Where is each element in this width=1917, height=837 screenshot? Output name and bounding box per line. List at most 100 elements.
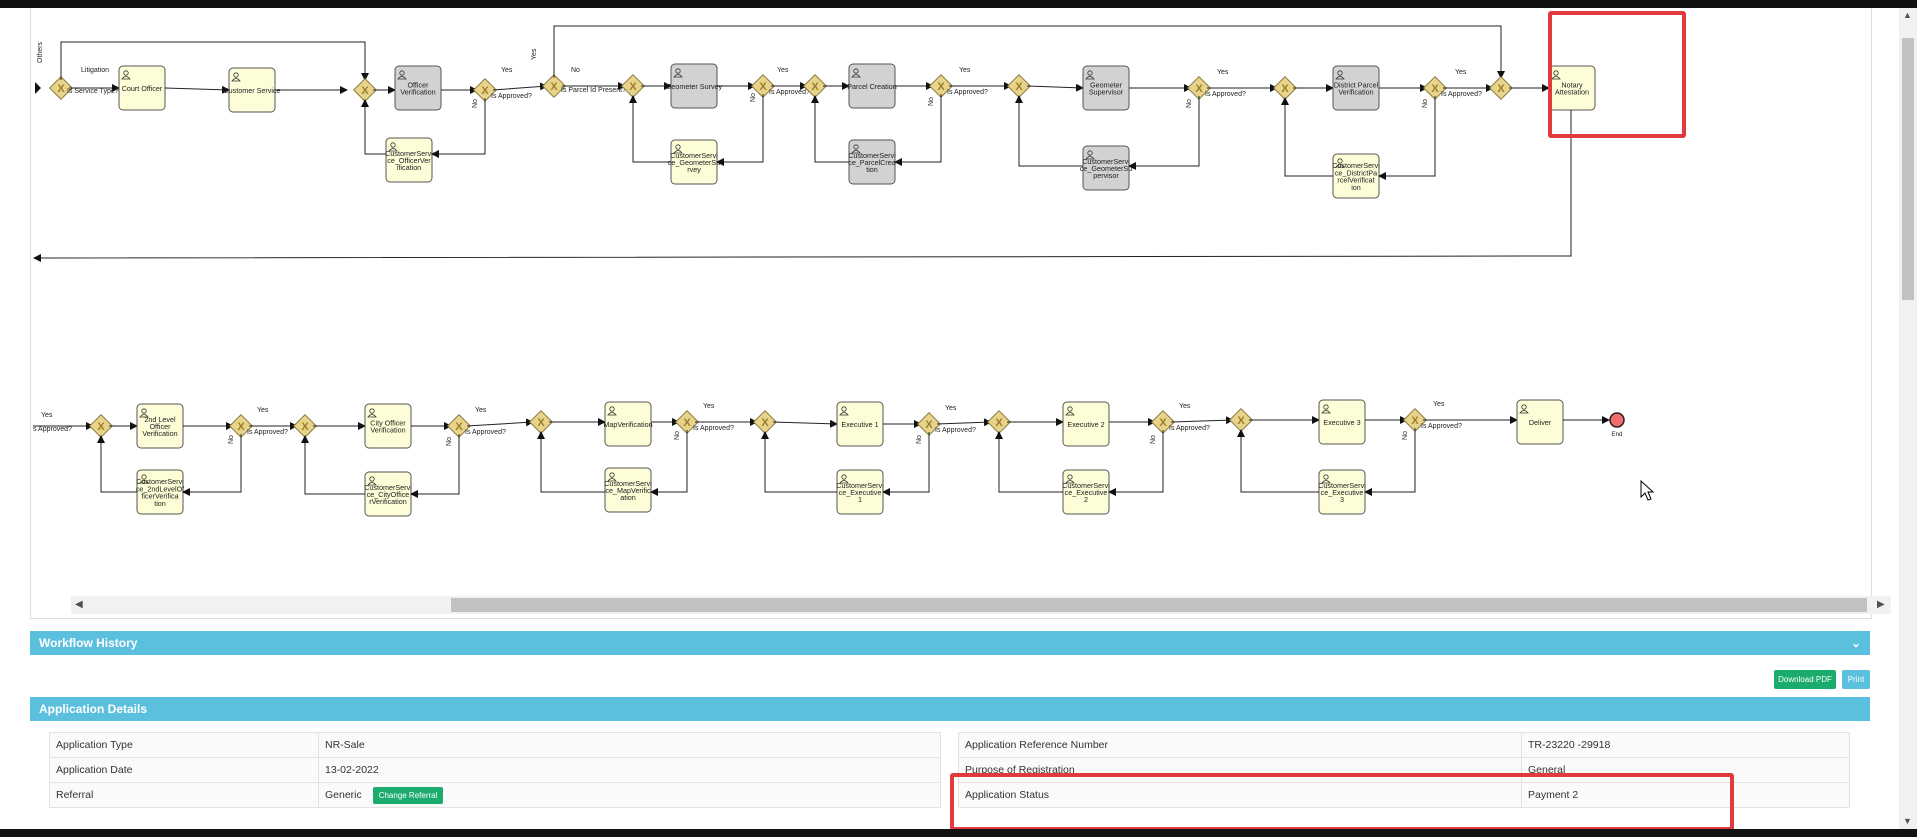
exclusive-gateway-icon[interactable]: X [752, 409, 778, 435]
exclusive-gateway-icon[interactable]: X [916, 411, 942, 437]
exclusive-gateway-icon[interactable]: X [446, 413, 472, 439]
task-executive-1[interactable]: Executive 1 [836, 401, 884, 447]
task-geometer-survey[interactable]: Geometer Survey [666, 63, 723, 109]
exclusive-gateway-icon[interactable]: X [541, 73, 567, 99]
user-task-icon [1085, 70, 1095, 80]
end-event-icon[interactable] [1609, 412, 1625, 428]
application-details-left-table: Application Type NR-Sale Application Dat… [49, 732, 941, 808]
task-parcel-creation[interactable]: Parcel Creation [847, 63, 897, 109]
application-reference-number-value: TR-23220 -29918 [1521, 732, 1850, 758]
svg-text:2: 2 [1084, 495, 1088, 504]
task-deliver[interactable]: Deliver [1516, 399, 1564, 445]
svg-text:X: X [761, 417, 769, 429]
table-row: Application Reference Number TR-23220 -2… [958, 732, 1850, 758]
exclusive-gateway-icon[interactable]: X [802, 73, 828, 99]
flow-label-yes: Yes [1455, 69, 1467, 76]
task-cs-2nd-level-officer-verification[interactable]: CustomerService_2ndLevelOfficerVerificat… [136, 469, 184, 515]
exclusive-gateway-icon[interactable]: X [674, 409, 700, 435]
task-executive-3[interactable]: Executive 3 [1318, 399, 1366, 445]
svg-text:Executive 2: Executive 2 [1067, 420, 1104, 429]
user-task-icon [397, 70, 407, 80]
task-executive-2[interactable]: Executive 2 [1062, 401, 1110, 447]
download-pdf-button[interactable]: Download PDF [1774, 670, 1836, 689]
change-referral-button[interactable]: Change Referral [372, 786, 444, 804]
sequence-flow [1364, 428, 1416, 496]
svg-text:pervisor: pervisor [1093, 171, 1119, 180]
horizontal-scroll-thumb[interactable] [451, 598, 1867, 612]
flow-label-is-approved: Is Approved? [491, 93, 532, 100]
scroll-up-icon[interactable]: ▲ [1903, 10, 1912, 20]
flow-label-yes: Yes [501, 67, 513, 74]
exclusive-gateway-icon[interactable]: X [1186, 75, 1212, 101]
workflow-history-header[interactable]: Workflow History ⌄ [30, 631, 1870, 655]
svg-text:ce_ParcelCrea: ce_ParcelCrea [848, 158, 896, 167]
svg-text:X: X [1015, 81, 1023, 93]
sequence-flow [97, 435, 137, 493]
exclusive-gateway-icon[interactable]: X [1488, 75, 1514, 101]
task-cs-district-parcel-verification[interactable]: CustomerService_DistrictParcelVerificati… [1332, 153, 1380, 199]
vertical-scrollbar[interactable]: ▲ ▼ [1899, 8, 1917, 829]
user-task-icon [139, 408, 149, 418]
scroll-down-icon[interactable]: ▼ [1903, 816, 1912, 826]
exclusive-gateway-icon[interactable]: X [750, 73, 776, 99]
task-map-verification[interactable]: MapVerification [603, 401, 653, 447]
exclusive-gateway-icon[interactable]: X [228, 413, 254, 439]
svg-text:X: X [1195, 83, 1203, 95]
exclusive-gateway-icon[interactable]: X [472, 77, 498, 103]
svg-text:X: X [1411, 415, 1419, 427]
exclusive-gateway-icon[interactable]: X [928, 73, 954, 99]
task-customer-service[interactable]: Customer Service [223, 67, 281, 113]
horizontal-scrollbar[interactable]: ◀ ▶ [71, 596, 1891, 614]
exclusive-gateway-icon[interactable]: X [528, 409, 554, 435]
exclusive-gateway-icon[interactable]: X [88, 413, 114, 439]
referral-value: Generic [325, 788, 362, 801]
scroll-left-icon[interactable]: ◀ [75, 599, 83, 610]
exclusive-gateway-icon[interactable]: X [986, 409, 1012, 435]
svg-text:Geometer Survey: Geometer Survey [666, 82, 723, 91]
user-task-icon [673, 144, 683, 154]
scroll-right-icon[interactable]: ▶ [1877, 599, 1885, 610]
exclusive-gateway-icon[interactable]: X [292, 413, 318, 439]
print-button[interactable]: Print [1842, 670, 1870, 689]
task-court-officer[interactable]: Court Officer [118, 65, 166, 111]
flow-label-others: Others [37, 41, 44, 63]
sequence-flow [1128, 96, 1200, 170]
svg-text:X: X [937, 81, 945, 93]
flow-label-no: No [916, 435, 923, 444]
exclusive-gateway-icon[interactable]: X [1402, 407, 1428, 433]
exclusive-gateway-icon[interactable]: X [620, 73, 646, 99]
exclusive-gateway-icon[interactable]: X [48, 75, 74, 101]
application-details-header: Application Details [30, 697, 1870, 721]
exclusive-gateway-icon[interactable]: X [1006, 73, 1032, 99]
svg-text:ification: ification [397, 163, 421, 172]
user-task-icon [367, 476, 377, 486]
user-task-icon [231, 72, 241, 82]
user-task-icon [1321, 404, 1331, 414]
vertical-scroll-thumb[interactable] [1902, 38, 1914, 300]
exclusive-gateway-icon[interactable]: X [352, 77, 378, 103]
user-task-icon [1335, 158, 1345, 168]
user-task-icon [607, 406, 617, 416]
exclusive-gateway-icon[interactable]: X [1150, 409, 1176, 435]
exclusive-gateway-icon[interactable]: X [1228, 407, 1254, 433]
exclusive-gateway-icon[interactable]: X [1422, 75, 1448, 101]
svg-text:X: X [995, 417, 1003, 429]
exclusive-gateway-icon[interactable]: X [1272, 75, 1298, 101]
chevron-down-icon[interactable]: ⌄ [1850, 636, 1861, 650]
flow-label-is-approved: Is Approved? [935, 427, 976, 434]
